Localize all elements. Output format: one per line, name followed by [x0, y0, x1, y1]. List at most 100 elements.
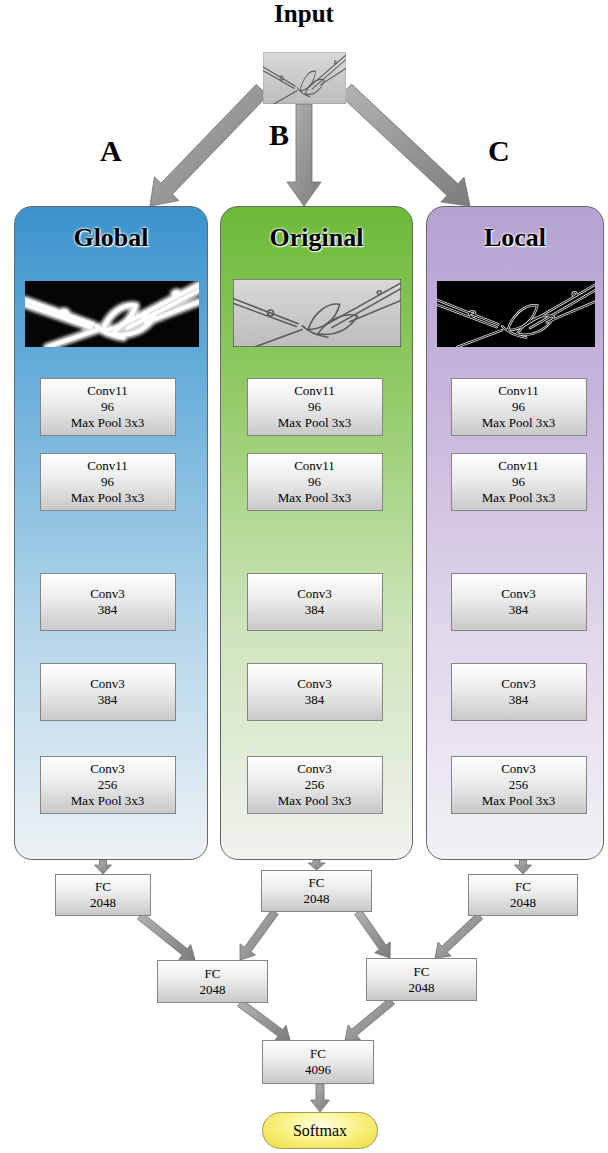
- layer-text: 384: [305, 692, 325, 708]
- fc-layer-box: FC2048: [366, 958, 477, 1001]
- connector-arrow: [355, 910, 391, 958]
- conv-layer-box: Conv3384: [40, 573, 176, 631]
- layer-text: Conv3: [90, 761, 125, 777]
- branch-letter: A: [100, 134, 122, 168]
- softmax-label: Softmax: [293, 1121, 347, 1140]
- layer-text: Conv11: [294, 383, 335, 399]
- layer-text: 96: [101, 399, 114, 415]
- layer-text: Max Pool 3x3: [482, 793, 556, 809]
- conv-layer-box: Conv3384: [247, 573, 383, 631]
- fc-layer-box: FC2048: [261, 870, 372, 912]
- conv-layer-box: Conv3256Max Pool 3x3: [40, 756, 176, 814]
- layer-text: 384: [98, 602, 118, 618]
- layer-text: Max Pool 3x3: [71, 490, 145, 506]
- layer-text: Conv11: [498, 383, 539, 399]
- conv-layer-box: Conv3384: [40, 663, 176, 721]
- panel-heading: Original: [270, 223, 364, 253]
- branch-panel: GlobalConv1196Max Pool 3x3Conv1196Max Po…: [14, 206, 208, 860]
- branch-letter: C: [488, 134, 510, 168]
- layer-text: 256: [305, 777, 325, 793]
- branch-panel: LocalConv1196Max Pool 3x3Conv1196Max Poo…: [426, 206, 604, 860]
- layer-text: FC: [309, 875, 325, 891]
- layer-text: Max Pool 3x3: [278, 490, 352, 506]
- softmax-node: Softmax: [262, 1112, 378, 1149]
- connector-arrow: [345, 998, 395, 1040]
- branch-letter: B: [269, 118, 289, 152]
- layer-text: 2048: [510, 895, 536, 911]
- conv-layer-box: Conv3256Max Pool 3x3: [247, 756, 383, 814]
- layer-text: FC: [205, 966, 221, 982]
- layer-text: Conv11: [87, 383, 128, 399]
- layer-text: Conv11: [87, 458, 128, 474]
- conv-layer-box: Conv1196Max Pool 3x3: [451, 378, 587, 436]
- layer-text: 96: [512, 399, 525, 415]
- layer-text: 384: [98, 692, 118, 708]
- layer-text: 96: [308, 474, 321, 490]
- fc-layer-box: FC4096: [262, 1040, 374, 1084]
- conv-layer-box: Conv1196Max Pool 3x3: [247, 378, 383, 436]
- layer-text: Max Pool 3x3: [71, 415, 145, 431]
- layer-text: Conv3: [90, 676, 125, 692]
- connector-arrow: [287, 104, 321, 206]
- layer-text: 384: [509, 602, 529, 618]
- layer-text: Conv3: [297, 676, 332, 692]
- layer-text: 256: [98, 777, 118, 793]
- layer-text: 384: [509, 692, 529, 708]
- layer-text: FC: [95, 879, 111, 895]
- layer-text: Conv3: [501, 586, 536, 602]
- fc-layer-box: FC2048: [55, 874, 151, 916]
- layer-text: 96: [308, 399, 321, 415]
- layer-text: 256: [509, 777, 529, 793]
- global-feature-image: [25, 281, 199, 347]
- layer-text: Conv11: [498, 458, 539, 474]
- conv-layer-box: Conv3384: [451, 663, 587, 721]
- layer-text: Conv11: [294, 458, 335, 474]
- conv-layer-box: Conv1196Max Pool 3x3: [40, 378, 176, 436]
- connector-arrow: [240, 910, 278, 960]
- layer-text: Conv3: [501, 761, 536, 777]
- conv-layer-box: Conv1196Max Pool 3x3: [40, 453, 176, 511]
- layer-text: 384: [305, 602, 325, 618]
- connector-arrow: [238, 1000, 290, 1041]
- layer-text: 96: [101, 474, 114, 490]
- layer-text: Max Pool 3x3: [278, 415, 352, 431]
- layer-text: 2048: [90, 895, 116, 911]
- layer-text: Max Pool 3x3: [71, 793, 145, 809]
- connector-arrow: [341, 84, 470, 206]
- layer-text: FC: [414, 964, 430, 980]
- branch-panel: OriginalConv1196Max Pool 3x3Conv1196Max …: [220, 206, 413, 860]
- layer-text: Max Pool 3x3: [482, 415, 556, 431]
- layer-text: Conv3: [501, 676, 536, 692]
- local-edge-image: [437, 281, 595, 347]
- layer-text: Conv3: [297, 761, 332, 777]
- connector-arrow: [95, 860, 112, 874]
- layer-text: Conv3: [90, 586, 125, 602]
- layer-text: 2048: [409, 980, 435, 996]
- layer-text: 4096: [305, 1062, 331, 1078]
- layer-text: Max Pool 3x3: [278, 793, 352, 809]
- connector-arrow: [515, 860, 532, 874]
- layer-text: Conv3: [297, 586, 332, 602]
- connector-arrow: [308, 860, 325, 870]
- conv-layer-box: Conv1196Max Pool 3x3: [451, 453, 587, 511]
- input-image-node: Input: [200, 0, 408, 104]
- connector-arrow: [435, 913, 483, 958]
- layer-text: 2048: [304, 891, 330, 907]
- fc-layer-box: FC2048: [468, 874, 578, 916]
- layer-text: 2048: [200, 982, 226, 998]
- input-micrograph: [263, 52, 346, 104]
- panel-heading: Local: [484, 223, 546, 253]
- conv-layer-box: Conv3384: [247, 663, 383, 721]
- conv-layer-box: Conv1196Max Pool 3x3: [247, 453, 383, 511]
- layer-text: Max Pool 3x3: [482, 490, 556, 506]
- conv-layer-box: Conv3256Max Pool 3x3: [451, 756, 587, 814]
- connector-arrow: [137, 913, 195, 960]
- panel-heading: Global: [73, 223, 148, 253]
- layer-text: 96: [512, 474, 525, 490]
- connector-arrow: [150, 84, 268, 206]
- layer-text: FC: [310, 1046, 326, 1062]
- fc-layer-box: FC2048: [157, 960, 268, 1003]
- original-image: [233, 279, 401, 347]
- input-heading: Input: [274, 0, 334, 28]
- conv-layer-box: Conv3384: [451, 573, 587, 631]
